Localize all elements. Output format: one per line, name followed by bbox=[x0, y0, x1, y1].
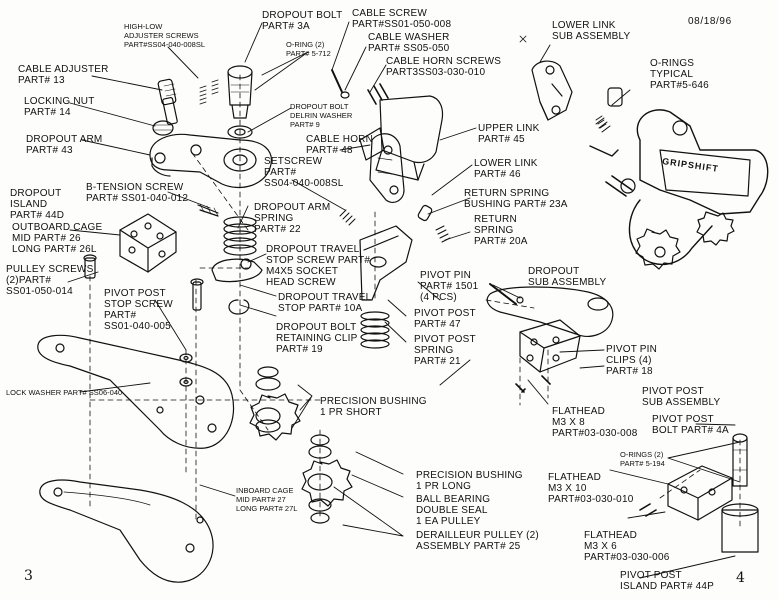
cable-adjuster-part bbox=[157, 78, 178, 125]
pivot-post-bolt-part bbox=[732, 433, 748, 487]
loose-springs-right bbox=[595, 115, 607, 129]
assembled-derailleur-illustration bbox=[589, 109, 769, 270]
page-number-left: 3 bbox=[24, 568, 33, 584]
o-rings-typical-part bbox=[595, 87, 623, 133]
pivot-post-island-part bbox=[667, 465, 759, 553]
b-tension-screw-part bbox=[197, 203, 219, 217]
cable-screw-part bbox=[331, 69, 350, 99]
dropout-arm-spring-part bbox=[223, 216, 257, 256]
lower-pulley-part bbox=[301, 459, 353, 507]
dropout-arm-part bbox=[149, 133, 272, 189]
dropout-travel-stop-part bbox=[211, 258, 263, 283]
lower-link-sub-assembly-part bbox=[519, 35, 573, 121]
pivot-pin-part bbox=[489, 283, 517, 305]
inboard-cage-part bbox=[39, 479, 214, 583]
upper-link-part bbox=[375, 95, 444, 181]
retaining-clip-part bbox=[228, 299, 250, 315]
pivot-post-part bbox=[359, 225, 413, 301]
return-spring-bushing-part bbox=[417, 204, 433, 222]
outboard-cage-part bbox=[37, 334, 235, 449]
label-lock-washer: LOCK WASHER PART# SS06-040 bbox=[6, 388, 123, 397]
label-o-rings-2: O-RINGS (2)PART# 5-194 bbox=[620, 450, 665, 468]
dropout-bolt-part bbox=[227, 65, 253, 119]
leader-lines bbox=[67, 21, 741, 579]
upper-pulley-part bbox=[249, 393, 301, 441]
pulley-screws-part bbox=[83, 254, 204, 311]
flathead-screws-part bbox=[515, 375, 657, 517]
page-number-right: 4 bbox=[736, 570, 745, 586]
pivot-post-spring-part bbox=[360, 311, 390, 349]
cable-horn-screws-part bbox=[367, 83, 389, 105]
setscrew-part bbox=[339, 209, 356, 226]
precision-bushing-long-part bbox=[308, 434, 332, 524]
delrin-washer-part bbox=[227, 125, 253, 139]
locking-nut-part bbox=[152, 120, 174, 136]
label-pulley-screws: PULLEY SCREWS(2)PART#SS01-050-014 bbox=[6, 264, 94, 297]
label-derailleur-pulley: DERAILLEUR PULLEY (2)ASSEMBLY PART# 25 bbox=[416, 530, 539, 552]
label-o-ring-2: O-RING (2)PART# 5-712 bbox=[286, 40, 331, 58]
dropout-island-part bbox=[119, 213, 177, 273]
high-low-adjuster-screws bbox=[199, 79, 219, 105]
dropout-sub-assembly-part bbox=[486, 286, 614, 373]
drawing-date: 08/18/96 bbox=[688, 16, 732, 27]
return-spring-part bbox=[435, 225, 451, 243]
lower-link-part bbox=[369, 133, 405, 203]
